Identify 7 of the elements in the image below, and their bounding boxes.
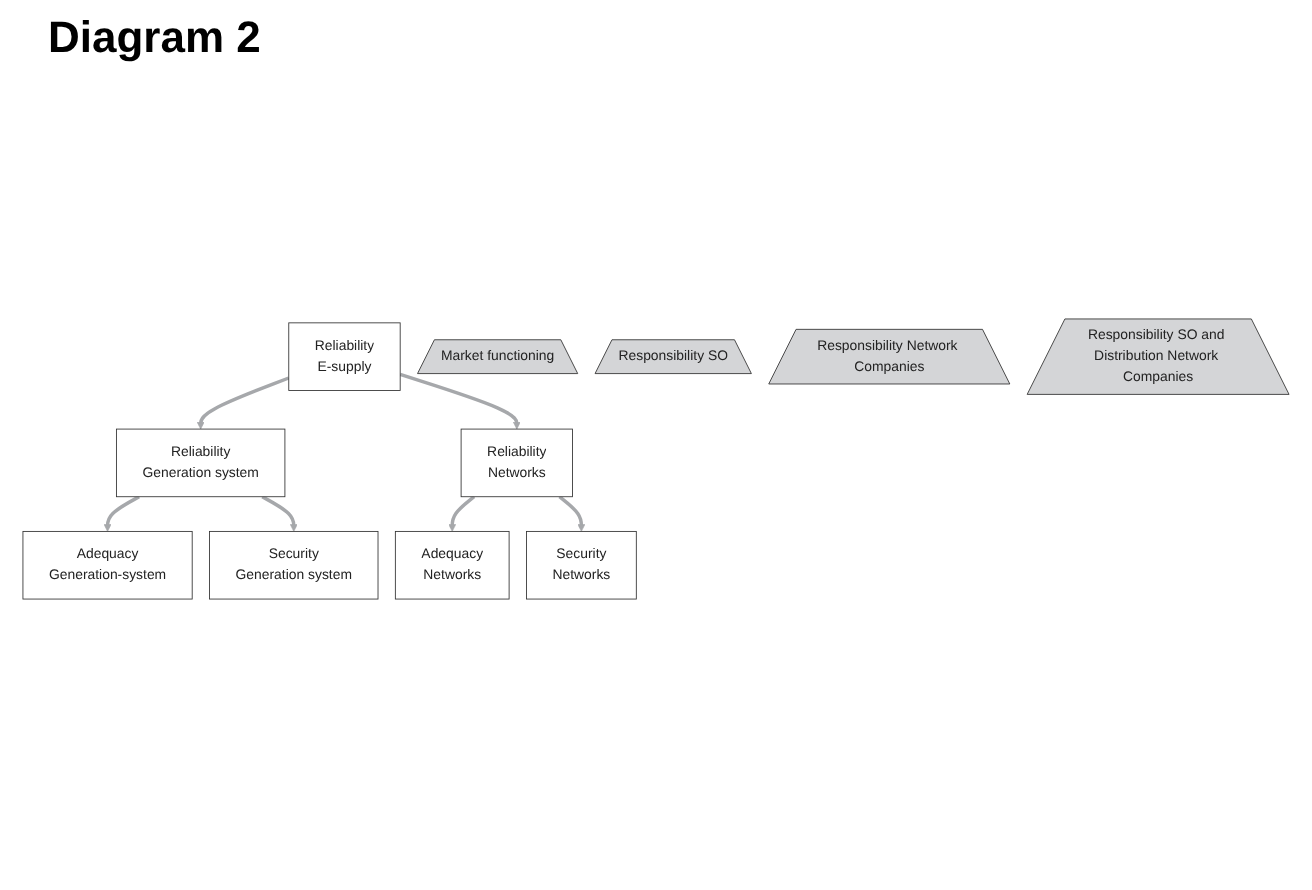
arrow [448, 495, 476, 532]
diagram-title: Diagram 2 [48, 12, 263, 64]
arrow [558, 495, 586, 532]
arrow [196, 376, 290, 430]
arrow [399, 372, 521, 430]
arrow [261, 495, 298, 532]
arrow [103, 495, 140, 532]
